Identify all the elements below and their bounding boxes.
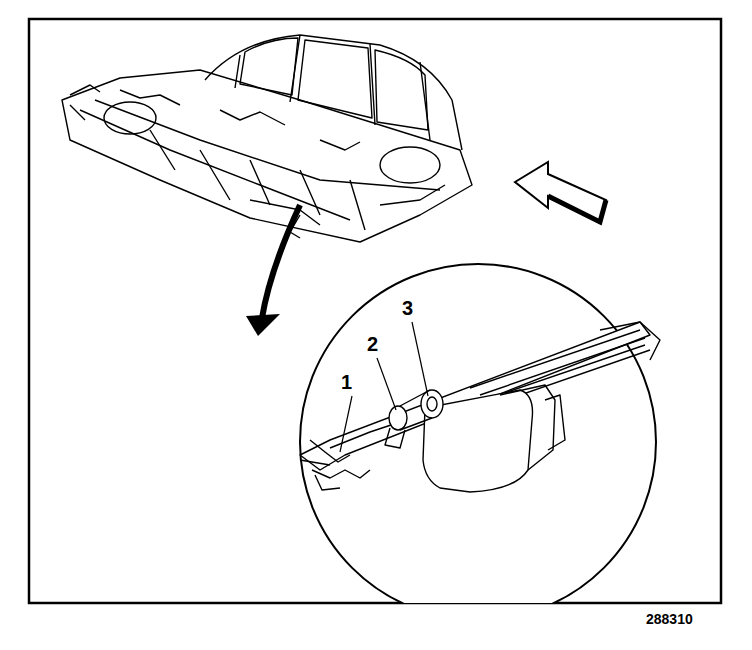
pointer-arrow-head: [246, 314, 280, 336]
view-arrow: [515, 162, 606, 222]
leader-lines: [340, 322, 428, 452]
callout-number: 1: [341, 372, 352, 392]
car-body: [62, 35, 472, 242]
callout-number: 3: [402, 298, 413, 318]
figure-number: 288310: [646, 612, 693, 626]
detail-inset: [300, 264, 660, 603]
callout-number: 2: [367, 334, 378, 354]
pointer-arrow: [262, 205, 300, 318]
